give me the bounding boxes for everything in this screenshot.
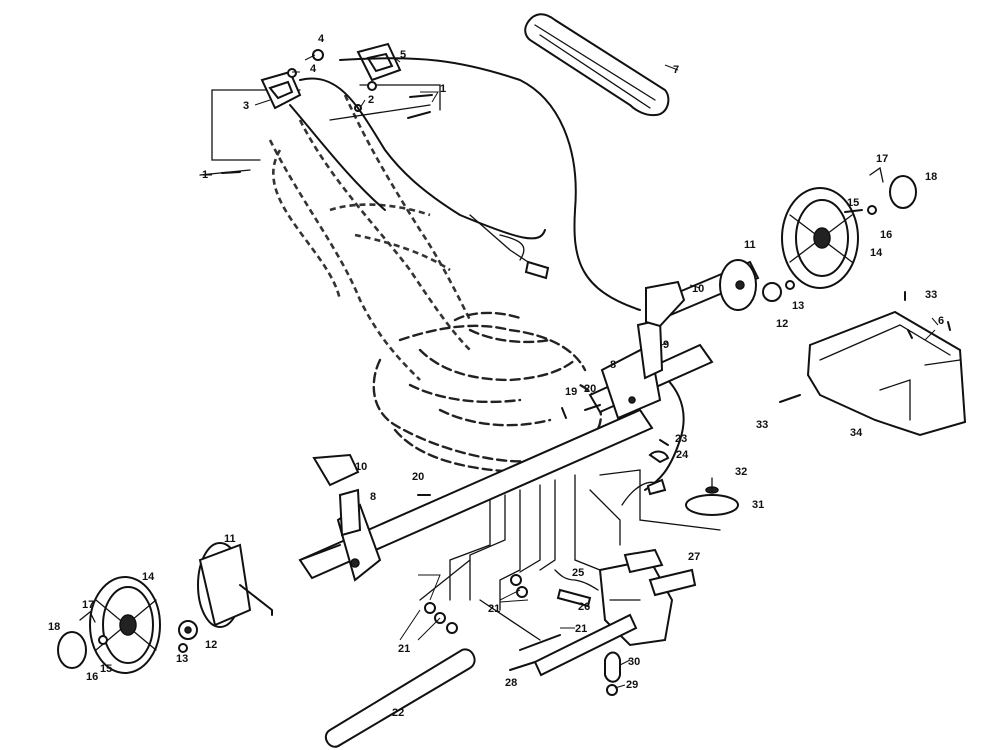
callout-30: 30 xyxy=(628,656,640,668)
callout-15a: 15 xyxy=(100,663,112,675)
callout-2: 2 xyxy=(368,94,374,106)
wheel-left xyxy=(89,576,161,674)
wheel-right xyxy=(781,187,859,289)
callout-16a: 16 xyxy=(86,671,98,683)
hubcap-left xyxy=(57,610,108,669)
control-lever-right xyxy=(356,42,402,82)
linkage-lines xyxy=(417,404,721,641)
callout-21b: 21 xyxy=(488,603,500,615)
callout-20a: 20 xyxy=(412,471,424,483)
callout-11a: 11 xyxy=(224,533,236,545)
callout-4b: 4 xyxy=(310,63,317,75)
height-adjuster-right xyxy=(600,280,686,420)
callout-11b: 11 xyxy=(744,239,756,251)
callout-14a: 14 xyxy=(142,571,155,583)
callout-21c: 21 xyxy=(575,623,587,635)
callout-25: 25 xyxy=(572,567,584,579)
handle-assembly xyxy=(199,84,472,381)
callout-18b: 18 xyxy=(925,171,937,183)
callout-6: 6 xyxy=(938,315,944,327)
callout-21a: 21 xyxy=(398,643,410,655)
engine-outline xyxy=(372,311,602,474)
axle-rod xyxy=(509,613,638,677)
callout-15b: 15 xyxy=(847,197,859,209)
drive-belt xyxy=(524,13,670,117)
callout-12a: 12 xyxy=(205,639,217,651)
callout-1b: 1 xyxy=(202,169,208,181)
rear-deflector xyxy=(779,291,967,437)
callout-5: 5 xyxy=(400,49,406,61)
callout-16b: 16 xyxy=(880,229,892,241)
control-lever-left xyxy=(260,70,302,110)
callout-32: 32 xyxy=(735,466,747,478)
callout-12b: 12 xyxy=(776,318,788,330)
roller-tube xyxy=(324,648,476,748)
drive-housing-right xyxy=(719,259,795,311)
callout-4a: 4 xyxy=(318,33,325,45)
callout-10a: 10 xyxy=(355,461,367,473)
callout-8a: 8 xyxy=(370,491,376,503)
callout-10b: 10 xyxy=(692,283,704,295)
callout-20b: 20 xyxy=(584,383,596,395)
drive-housing-left xyxy=(197,542,273,628)
callout-1a: 1 xyxy=(440,83,446,95)
callout-labels: 1 1 2 3 4 4 5 6 7 8 8 9 10 10 11 11 12 1… xyxy=(48,33,944,719)
callout-33b: 33 xyxy=(756,419,768,431)
callout-29: 29 xyxy=(626,679,638,691)
callout-33a: 33 xyxy=(925,289,937,301)
gear-left xyxy=(178,620,198,653)
callout-18a: 18 xyxy=(48,621,60,633)
height-adjuster-left xyxy=(299,453,382,582)
callout-34: 34 xyxy=(850,427,863,439)
callout-7: 7 xyxy=(673,64,679,76)
callout-14b: 14 xyxy=(870,247,883,259)
callout-31: 31 xyxy=(752,499,764,511)
callout-17b: 17 xyxy=(876,153,888,165)
callout-27: 27 xyxy=(688,551,700,563)
callout-23: 23 xyxy=(675,433,687,445)
callout-17a: 17 xyxy=(82,599,94,611)
callout-24: 24 xyxy=(676,449,689,461)
callout-8b: 8 xyxy=(610,359,616,371)
callout-9: 9 xyxy=(663,339,669,351)
callout-13a: 13 xyxy=(176,653,188,665)
callout-13b: 13 xyxy=(792,300,804,312)
callout-19: 19 xyxy=(565,386,577,398)
callout-28: 28 xyxy=(505,677,517,689)
hubcap-right xyxy=(844,166,917,215)
screws-top xyxy=(221,49,433,174)
callout-26: 26 xyxy=(578,601,590,613)
transmission xyxy=(554,477,739,696)
leader-lines xyxy=(200,54,939,689)
callout-22: 22 xyxy=(392,707,404,719)
callout-3: 3 xyxy=(243,100,249,112)
